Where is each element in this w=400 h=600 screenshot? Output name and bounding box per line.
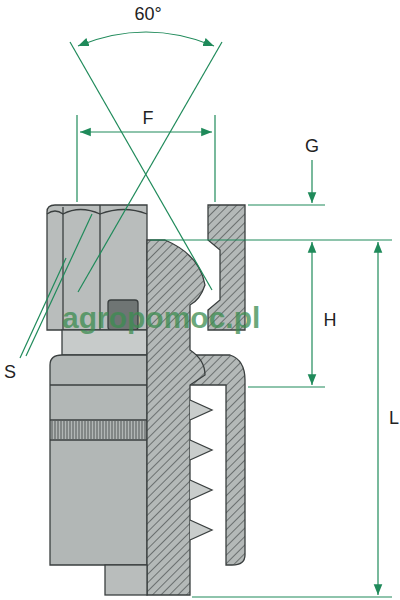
dimension-letter: S: [4, 363, 16, 381]
angle-dimension: 60°: [134, 5, 161, 23]
dimension-letter: H: [324, 311, 337, 329]
dimension-letter: G: [305, 137, 319, 155]
watermark: agropomoc.pl: [62, 303, 260, 333]
dimension-letter: F: [143, 109, 154, 127]
dimension-letter: L: [389, 409, 399, 427]
